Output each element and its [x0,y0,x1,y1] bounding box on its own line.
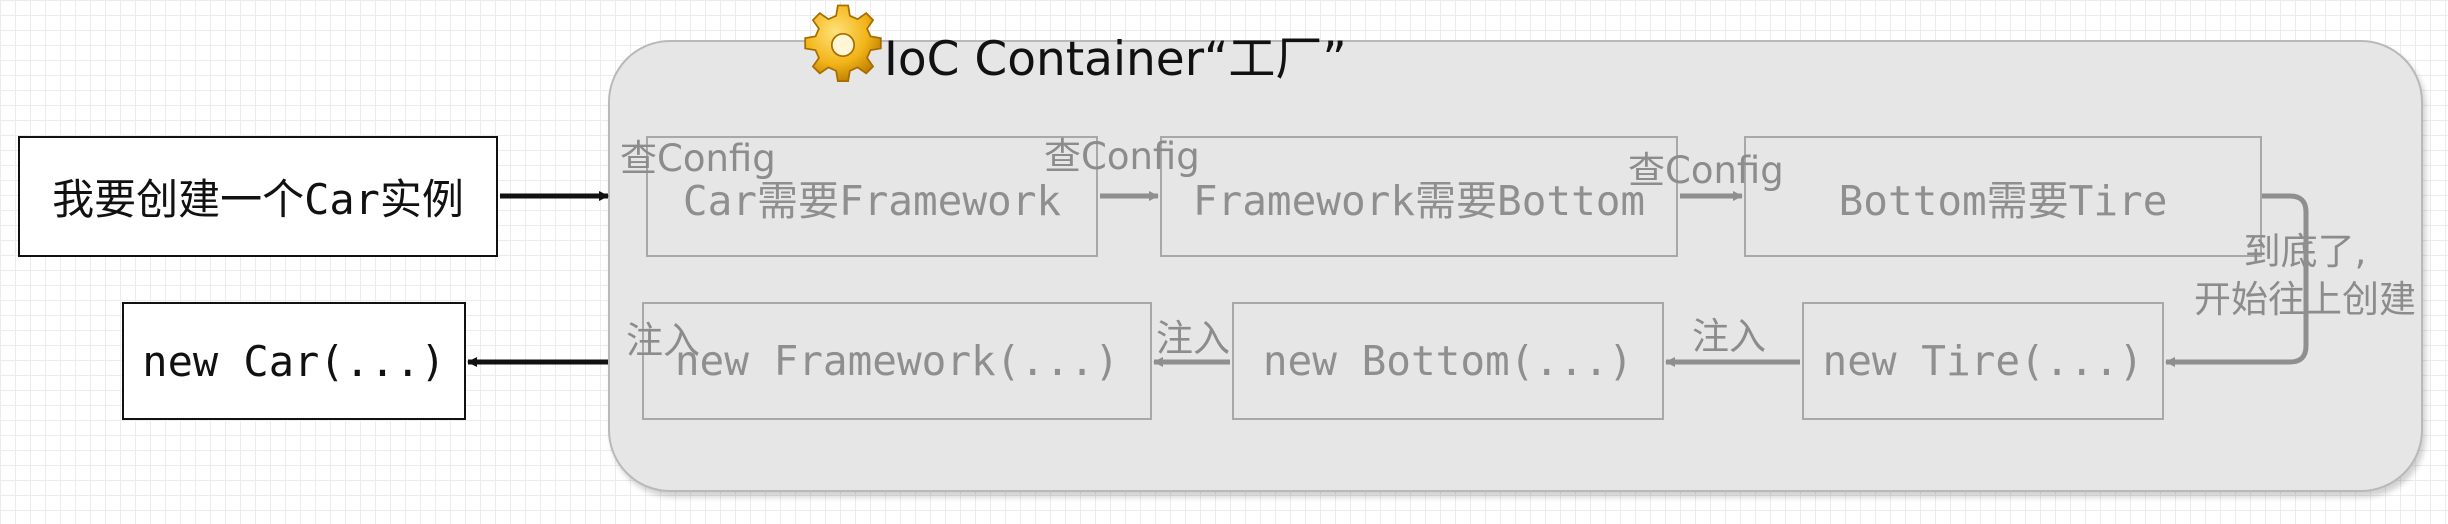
inject-label: 注入 [626,319,700,362]
result-box: new Car(...) [122,302,466,420]
create-step-framework: new Framework(...) [642,302,1152,420]
arrow-turn [2165,193,2309,367]
inject-label: 注入 [1156,317,1230,360]
lookup-label: 查Config [620,137,776,180]
create-step-tire: new Tire(...) [1802,302,2164,420]
lookup-step-framework: Framework需要Bottom [1160,136,1678,257]
lookup-label: 查Config [1044,135,1200,178]
lookup-label: 查Config [1628,149,1784,192]
request-box: 我要创建一个Car实例 [18,136,498,257]
ioc-container [608,40,2423,492]
lookup-step-bottom: Bottom需要Tire [1744,136,2262,257]
container-title: IoC Container“工厂” [884,32,1347,87]
gear-icon [804,4,882,82]
create-step-bottom: new Bottom(...) [1232,302,1664,420]
inject-label: 注入 [1692,315,1766,358]
lookup-step-car: Car需要Framework [646,136,1098,257]
